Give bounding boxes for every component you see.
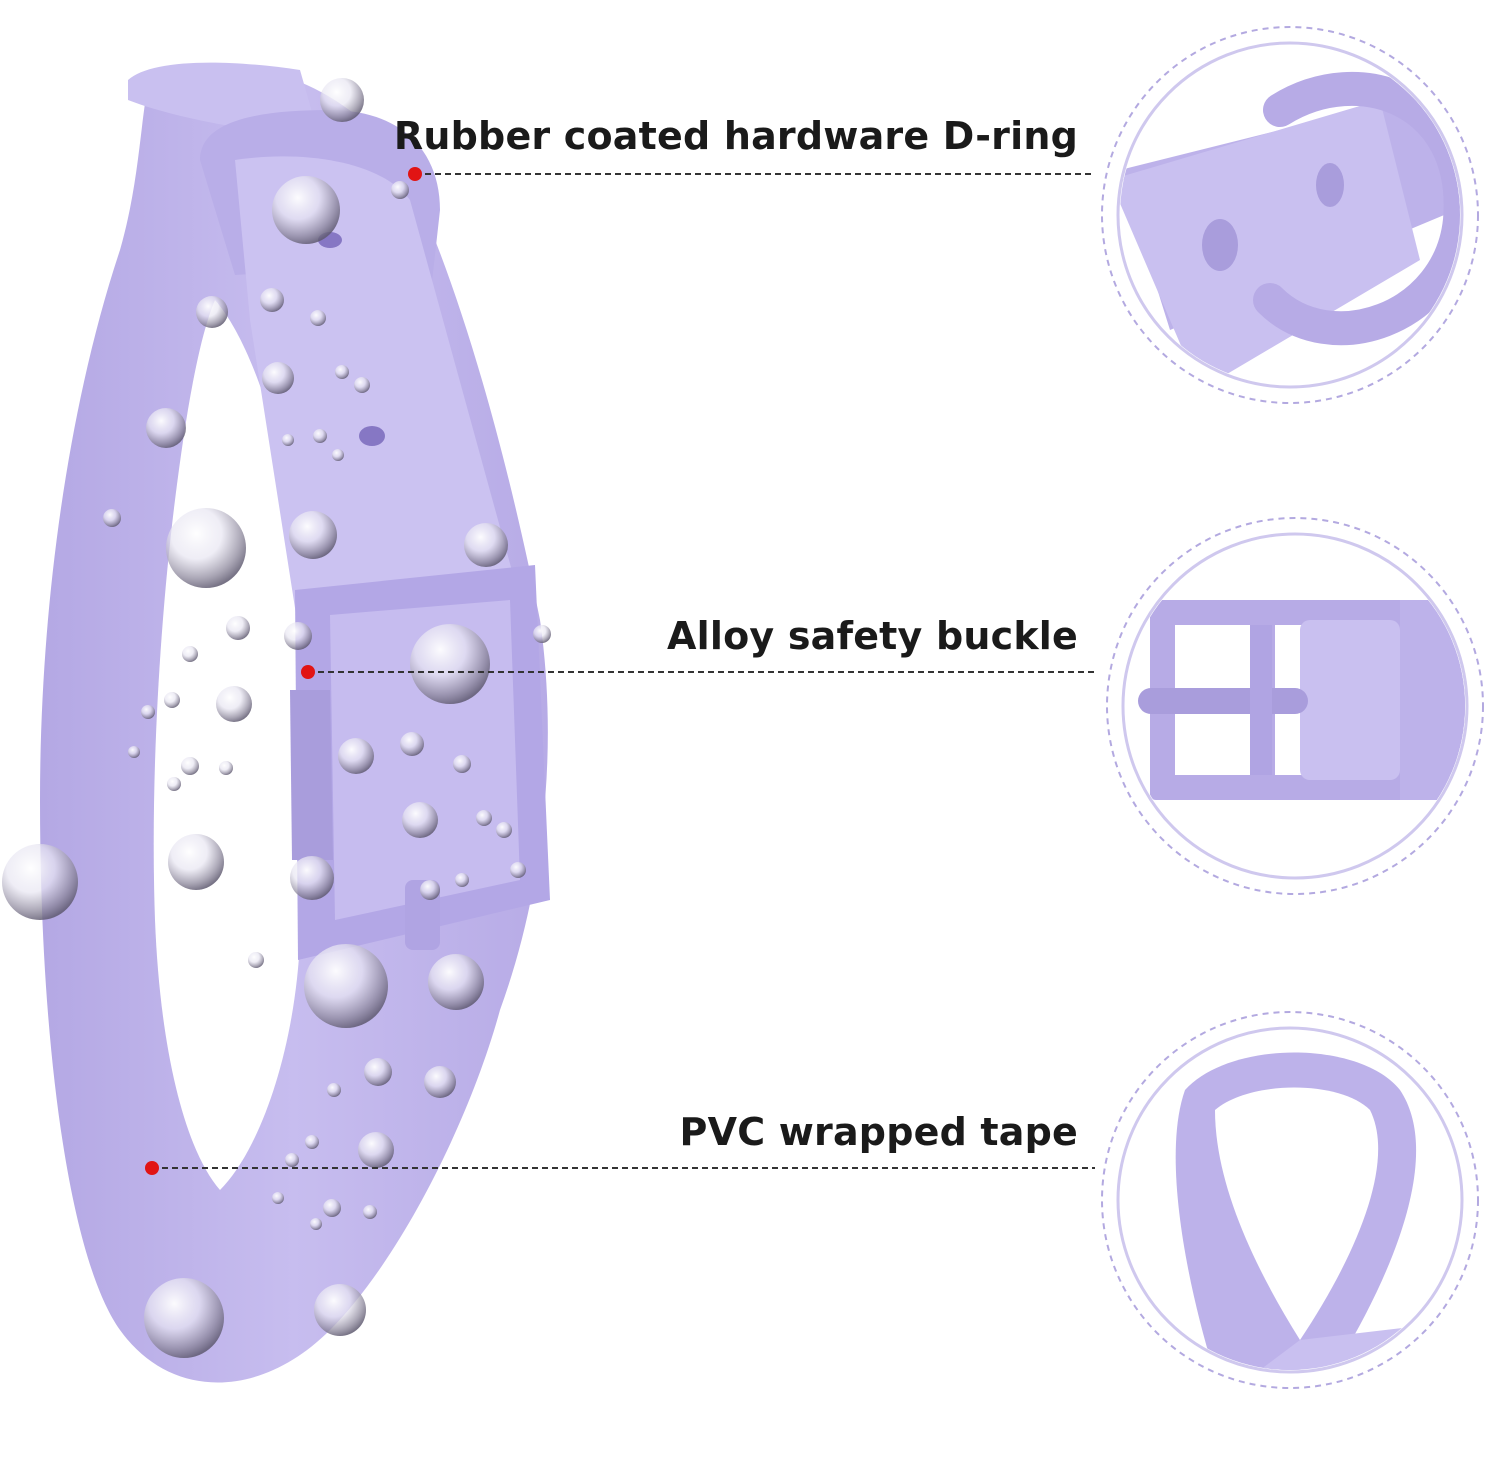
marker-dot-dring bbox=[408, 167, 422, 181]
water-droplets bbox=[2, 78, 551, 1358]
collar-buckle bbox=[290, 565, 550, 960]
detail-circle-tape bbox=[1101, 1011, 1479, 1389]
marker-dot-buckle bbox=[301, 665, 315, 679]
callout-label-buckle: Alloy safety buckle bbox=[667, 614, 1078, 658]
strap-hole bbox=[359, 426, 385, 446]
main-collar bbox=[2, 62, 551, 1383]
detail-circle-buckle bbox=[1106, 517, 1484, 895]
callout-label-tape: PVC wrapped tape bbox=[679, 1110, 1078, 1154]
detail-circle-dring bbox=[1101, 26, 1479, 404]
callout-leaders bbox=[145, 167, 1095, 1175]
marker-dot-tape bbox=[145, 1161, 159, 1175]
callout-label-dring: Rubber coated hardware D-ring bbox=[393, 114, 1078, 158]
buckle-closeup bbox=[1138, 600, 1465, 800]
dring-closeup bbox=[1120, 72, 1460, 385]
